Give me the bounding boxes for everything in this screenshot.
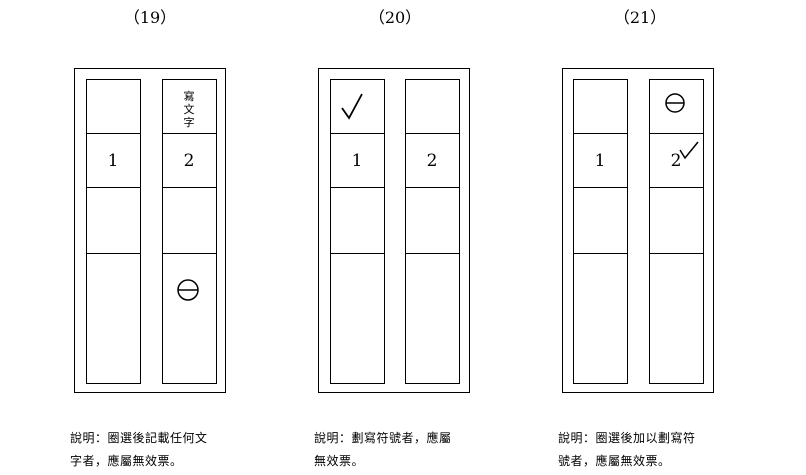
figure-19-caption: 說明：圈選後記載任何文 字者，應屬無效票。 — [70, 427, 208, 473]
circle-stamp-icon — [665, 93, 685, 113]
ballot-figure-19: 寫文字 1 2 — [74, 68, 226, 393]
ballot-grid — [74, 68, 226, 393]
caption-line: 無效票。 — [314, 454, 365, 468]
check-mark-icon — [341, 93, 363, 120]
ballot-figure-21: 1 2 — [562, 68, 714, 393]
ballot-figure-20: 1 2 — [318, 68, 470, 393]
figure-21-caption: 說明：圈選後加以劃寫符 號者，應屬無效票。 — [558, 427, 696, 473]
caption-line: 號者，應屬無效票。 — [558, 454, 671, 468]
written-text: 寫文字 — [183, 90, 195, 129]
figure-21-label: （21） — [613, 8, 667, 27]
ballot-grid — [318, 68, 470, 393]
candidate-number-1: 1 — [107, 151, 119, 171]
figure-20-label: （20） — [368, 8, 422, 27]
caption-line: 說明：圈選後加以劃寫符 — [558, 431, 696, 445]
ballot-grid — [562, 68, 714, 393]
caption-line: 字者，應屬無效票。 — [70, 454, 183, 468]
candidate-number-2: 2 — [426, 151, 438, 171]
candidate-number-1: 1 — [351, 151, 363, 171]
circle-stamp-icon — [177, 279, 199, 301]
caption-line: 說明：圈選後記載任何文 — [70, 431, 208, 445]
check-mark-icon — [679, 141, 699, 160]
caption-line: 說明：劃寫符號者，應屬 — [314, 431, 452, 445]
candidate-number-1: 1 — [594, 151, 606, 171]
candidate-number-2: 2 — [183, 151, 195, 171]
candidate-number-2: 2 — [670, 151, 682, 171]
figure-19-label: （19） — [123, 8, 177, 27]
figure-20-caption: 說明：劃寫符號者，應屬 無效票。 — [314, 427, 452, 473]
